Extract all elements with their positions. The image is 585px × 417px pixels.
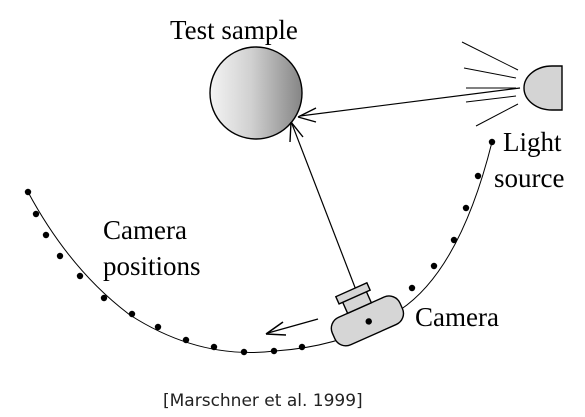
test-sample-sphere <box>209 46 303 140</box>
camera-positions-label-line1: Camera <box>103 215 187 245</box>
camera-position-dot <box>408 284 416 292</box>
citation-text: [Marschner et al. 1999] <box>163 391 363 411</box>
test-sample-label: Test sample <box>170 15 298 45</box>
light-source-label-line2: source <box>494 163 564 193</box>
camera-position-dot <box>56 252 64 260</box>
camera-label: Camera <box>415 302 499 332</box>
camera-position-dot <box>100 294 108 302</box>
camera-positions-label-line2: positions <box>103 251 201 281</box>
camera-position-dot <box>42 231 50 239</box>
camera-position-dot <box>474 172 482 180</box>
camera-position-dot <box>182 336 190 344</box>
camera-position-dot <box>32 210 40 218</box>
view-ray-arrow <box>289 121 357 291</box>
camera-position-dot <box>240 348 248 356</box>
camera-position-dot <box>430 262 438 270</box>
light-ray-arrow <box>297 87 521 123</box>
camera-position-dot <box>128 310 136 318</box>
camera-position-dot <box>154 323 162 331</box>
camera-position-dot <box>488 138 496 146</box>
camera-position-dot <box>462 204 470 212</box>
camera-position-dot <box>298 343 306 351</box>
camera-position-dot <box>450 236 458 244</box>
light-source-label-line1: Light <box>503 127 562 157</box>
sphere-icon <box>209 46 303 140</box>
camera-motion-arrow <box>265 318 319 336</box>
camera-position-dot <box>76 272 84 280</box>
camera-position-dot <box>24 188 32 196</box>
camera-position-dot <box>270 347 278 355</box>
camera-icon <box>330 281 405 347</box>
light-source-icon <box>461 41 563 127</box>
camera-position-dot <box>210 343 218 351</box>
